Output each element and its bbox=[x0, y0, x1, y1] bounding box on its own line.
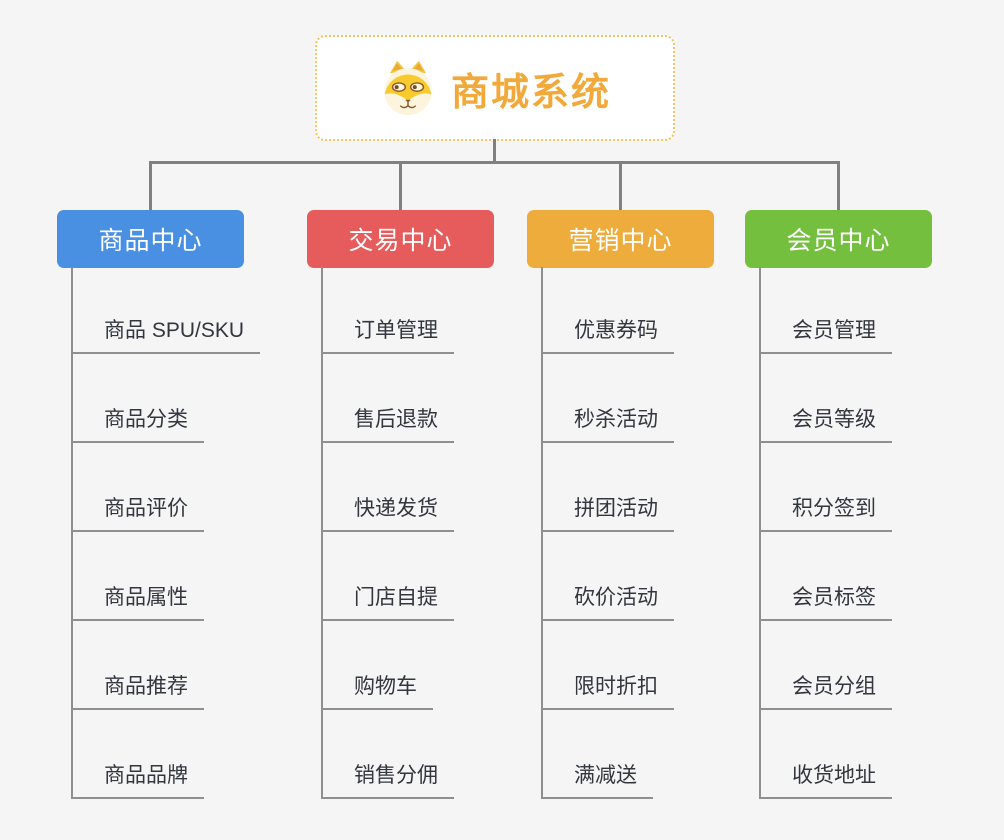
leaf-node[interactable]: 会员管理 bbox=[759, 316, 892, 354]
leaf-node[interactable]: 会员分组 bbox=[759, 672, 892, 710]
leaf-label: 商品推荐 bbox=[71, 672, 204, 710]
leaf-label: 销售分佣 bbox=[321, 761, 454, 799]
leaf-label: 会员标签 bbox=[759, 583, 892, 621]
leaf-node[interactable]: 商品品牌 bbox=[71, 761, 204, 799]
branch-label: 交易中心 bbox=[348, 227, 453, 255]
leaf-label: 商品 SPU/SKU bbox=[71, 316, 261, 354]
leaf-label: 拼团活动 bbox=[541, 494, 674, 532]
connector-drop-4 bbox=[837, 161, 840, 210]
root-title: 商城系统 bbox=[450, 71, 611, 114]
leaf-label: 订单管理 bbox=[321, 316, 454, 354]
leaf-label: 商品属性 bbox=[71, 583, 204, 621]
leaf-label: 门店自提 bbox=[321, 583, 454, 621]
leaf-node[interactable]: 满减送 bbox=[541, 761, 653, 799]
leaf-node[interactable]: 限时折扣 bbox=[541, 672, 674, 710]
leaf-node[interactable]: 售后退款 bbox=[321, 405, 454, 443]
connector-drop-2 bbox=[399, 161, 402, 210]
leaf-label: 会员管理 bbox=[759, 316, 892, 354]
leaf-node[interactable]: 会员等级 bbox=[759, 405, 892, 443]
branch-label: 商品中心 bbox=[98, 227, 203, 255]
leaf-label: 秒杀活动 bbox=[541, 405, 674, 443]
branch-trunk-1 bbox=[71, 267, 73, 799]
branch-node-product-center[interactable]: 商品中心 bbox=[57, 210, 244, 268]
connector-drop-1 bbox=[149, 161, 152, 210]
leaf-label: 购物车 bbox=[321, 672, 433, 710]
leaf-label: 商品分类 bbox=[71, 405, 204, 443]
branch-label: 会员中心 bbox=[786, 227, 891, 255]
connector-root-stem bbox=[493, 139, 496, 163]
root-node-mall-system[interactable]: 商城系统 bbox=[315, 35, 675, 141]
leaf-node[interactable]: 快递发货 bbox=[321, 494, 454, 532]
branch-node-member-center[interactable]: 会员中心 bbox=[745, 210, 932, 268]
leaf-node[interactable]: 商品推荐 bbox=[71, 672, 204, 710]
leaf-node[interactable]: 订单管理 bbox=[321, 316, 454, 354]
leaf-label: 优惠券码 bbox=[541, 316, 674, 354]
leaf-node[interactable]: 商品属性 bbox=[71, 583, 204, 621]
leaf-label: 商品评价 bbox=[71, 494, 204, 532]
leaf-node[interactable]: 门店自提 bbox=[321, 583, 454, 621]
branch-label: 营销中心 bbox=[568, 227, 673, 255]
branch-node-trade-center[interactable]: 交易中心 bbox=[307, 210, 494, 268]
leaf-label: 收货地址 bbox=[759, 761, 892, 799]
leaf-node[interactable]: 购物车 bbox=[321, 672, 433, 710]
leaf-node[interactable]: 商品评价 bbox=[71, 494, 204, 532]
leaf-node[interactable]: 收货地址 bbox=[759, 761, 892, 799]
leaf-node[interactable]: 拼团活动 bbox=[541, 494, 674, 532]
branch-trunk-3 bbox=[541, 267, 543, 799]
leaf-label: 会员分组 bbox=[759, 672, 892, 710]
leaf-label: 满减送 bbox=[541, 761, 653, 799]
leaf-node[interactable]: 优惠券码 bbox=[541, 316, 674, 354]
branch-node-marketing-center[interactable]: 营销中心 bbox=[527, 210, 714, 268]
branch-trunk-4 bbox=[759, 267, 761, 799]
leaf-node[interactable]: 商品 SPU/SKU bbox=[71, 316, 261, 354]
leaf-label: 积分签到 bbox=[759, 494, 892, 532]
leaf-label: 快递发货 bbox=[321, 494, 454, 532]
leaf-node[interactable]: 会员标签 bbox=[759, 583, 892, 621]
leaf-node[interactable]: 砍价活动 bbox=[541, 583, 674, 621]
leaf-label: 会员等级 bbox=[759, 405, 892, 443]
leaf-label: 售后退款 bbox=[321, 405, 454, 443]
dog-icon bbox=[384, 60, 432, 116]
leaf-node[interactable]: 商品分类 bbox=[71, 405, 204, 443]
connector-bus bbox=[149, 161, 840, 164]
leaf-node[interactable]: 积分签到 bbox=[759, 494, 892, 532]
leaf-node[interactable]: 销售分佣 bbox=[321, 761, 454, 799]
branch-trunk-2 bbox=[321, 267, 323, 799]
leaf-label: 商品品牌 bbox=[71, 761, 204, 799]
leaf-label: 限时折扣 bbox=[541, 672, 674, 710]
connector-drop-3 bbox=[619, 161, 622, 210]
leaf-node[interactable]: 秒杀活动 bbox=[541, 405, 674, 443]
leaf-label: 砍价活动 bbox=[541, 583, 674, 621]
